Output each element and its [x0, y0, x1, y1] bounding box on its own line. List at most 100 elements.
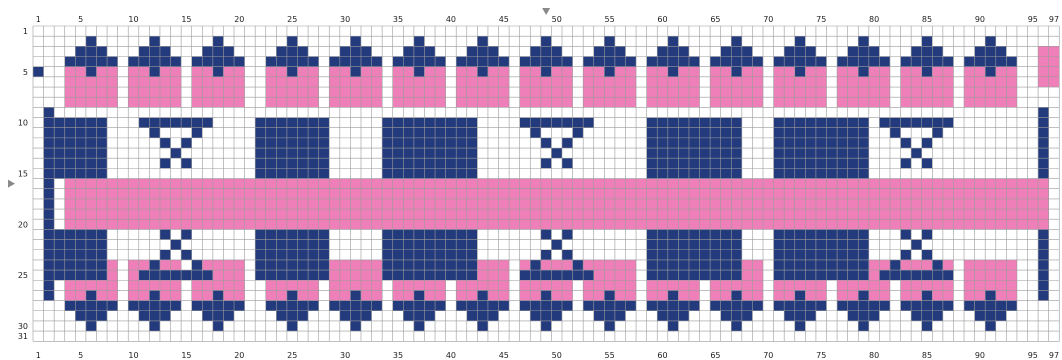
navy-cell	[202, 311, 213, 321]
navy-cell	[171, 240, 182, 250]
pink-cell	[647, 280, 658, 290]
navy-cell	[319, 118, 330, 128]
pink-cell	[551, 97, 562, 107]
navy-cell	[668, 67, 679, 77]
pink-cell	[255, 189, 266, 199]
navy-cell	[382, 138, 393, 148]
pink-cell	[1006, 260, 1017, 270]
navy-cell	[774, 229, 785, 239]
navy-cell	[54, 250, 65, 260]
pink-cell	[573, 209, 584, 219]
pink-cell	[943, 97, 954, 107]
navy-cell	[382, 250, 393, 260]
pink-cell	[975, 67, 986, 77]
pink-cell	[742, 260, 753, 270]
pink-cell	[86, 87, 97, 97]
navy-cell	[985, 311, 996, 321]
navy-cell	[171, 270, 182, 280]
pink-cell	[308, 209, 319, 219]
navy-cell	[393, 168, 404, 178]
pink-cell	[541, 179, 552, 189]
pink-cell	[816, 199, 827, 209]
navy-cell	[551, 57, 562, 67]
navy-cell	[848, 46, 859, 56]
pink-cell	[223, 189, 234, 199]
pink-cell	[805, 97, 816, 107]
navy-cell	[932, 57, 943, 67]
navy-cell	[858, 36, 869, 46]
pink-cell	[308, 77, 319, 87]
navy-cell	[710, 270, 721, 280]
pink-cell	[456, 189, 467, 199]
pink-cell	[287, 219, 298, 229]
navy-cell	[44, 118, 55, 128]
navy-cell	[44, 270, 55, 280]
pink-cell	[710, 189, 721, 199]
pink-cell	[551, 67, 562, 77]
pink-cell	[340, 189, 351, 199]
navy-cell	[44, 199, 55, 209]
pink-cell	[890, 179, 901, 189]
navy-cell	[700, 148, 711, 158]
pink-cell	[467, 87, 478, 97]
pink-cell	[996, 270, 1007, 280]
navy-cell	[308, 118, 319, 128]
pink-cell	[721, 67, 732, 77]
pink-cell	[298, 77, 309, 87]
navy-cell	[96, 158, 107, 168]
pink-cell	[541, 219, 552, 229]
navy-cell	[858, 290, 869, 300]
navy-cell	[932, 270, 943, 280]
pink-cell	[700, 219, 711, 229]
navy-cell	[192, 128, 203, 138]
pink-cell	[477, 280, 488, 290]
navy-cell	[287, 128, 298, 138]
pink-cell	[975, 87, 986, 97]
pink-cell	[65, 290, 76, 300]
column-label-bottom: 1	[36, 351, 41, 360]
pink-cell	[731, 199, 742, 209]
navy-cell	[287, 46, 298, 56]
pink-cell	[953, 189, 964, 199]
pink-cell	[298, 199, 309, 209]
pink-cell	[721, 179, 732, 189]
pink-cell	[784, 67, 795, 77]
pink-cell	[160, 280, 171, 290]
navy-cell	[86, 321, 97, 331]
pink-cell	[594, 87, 605, 97]
pink-cell	[86, 77, 97, 87]
pink-cell	[107, 189, 118, 199]
pink-cell	[361, 209, 372, 219]
navy-cell	[488, 57, 499, 67]
navy-cell	[319, 138, 330, 148]
pink-cell	[562, 219, 573, 229]
navy-cell	[1038, 229, 1049, 239]
pink-cell	[160, 209, 171, 219]
pink-cell	[774, 290, 785, 300]
pink-cell	[647, 179, 658, 189]
pink-cell	[276, 209, 287, 219]
navy-cell	[149, 128, 160, 138]
pink-cell	[879, 189, 890, 199]
pink-cell	[467, 67, 478, 77]
pink-cell	[901, 179, 912, 189]
pink-cell	[477, 179, 488, 189]
navy-cell	[816, 270, 827, 280]
pink-cell	[964, 97, 975, 107]
navy-cell	[361, 301, 372, 311]
navy-cell	[710, 148, 721, 158]
navy-cell	[75, 250, 86, 260]
pink-cell	[1028, 189, 1039, 199]
navy-cell	[668, 229, 679, 239]
pink-cell	[234, 270, 245, 280]
navy-cell	[784, 57, 795, 67]
navy-cell	[86, 118, 97, 128]
pink-cell	[943, 280, 954, 290]
pink-cell	[424, 290, 435, 300]
navy-cell	[456, 148, 467, 158]
pink-cell	[763, 179, 774, 189]
row-label-left: 5	[23, 68, 28, 77]
navy-cell	[615, 301, 626, 311]
pink-cell	[287, 77, 298, 87]
pink-cell	[329, 97, 340, 107]
